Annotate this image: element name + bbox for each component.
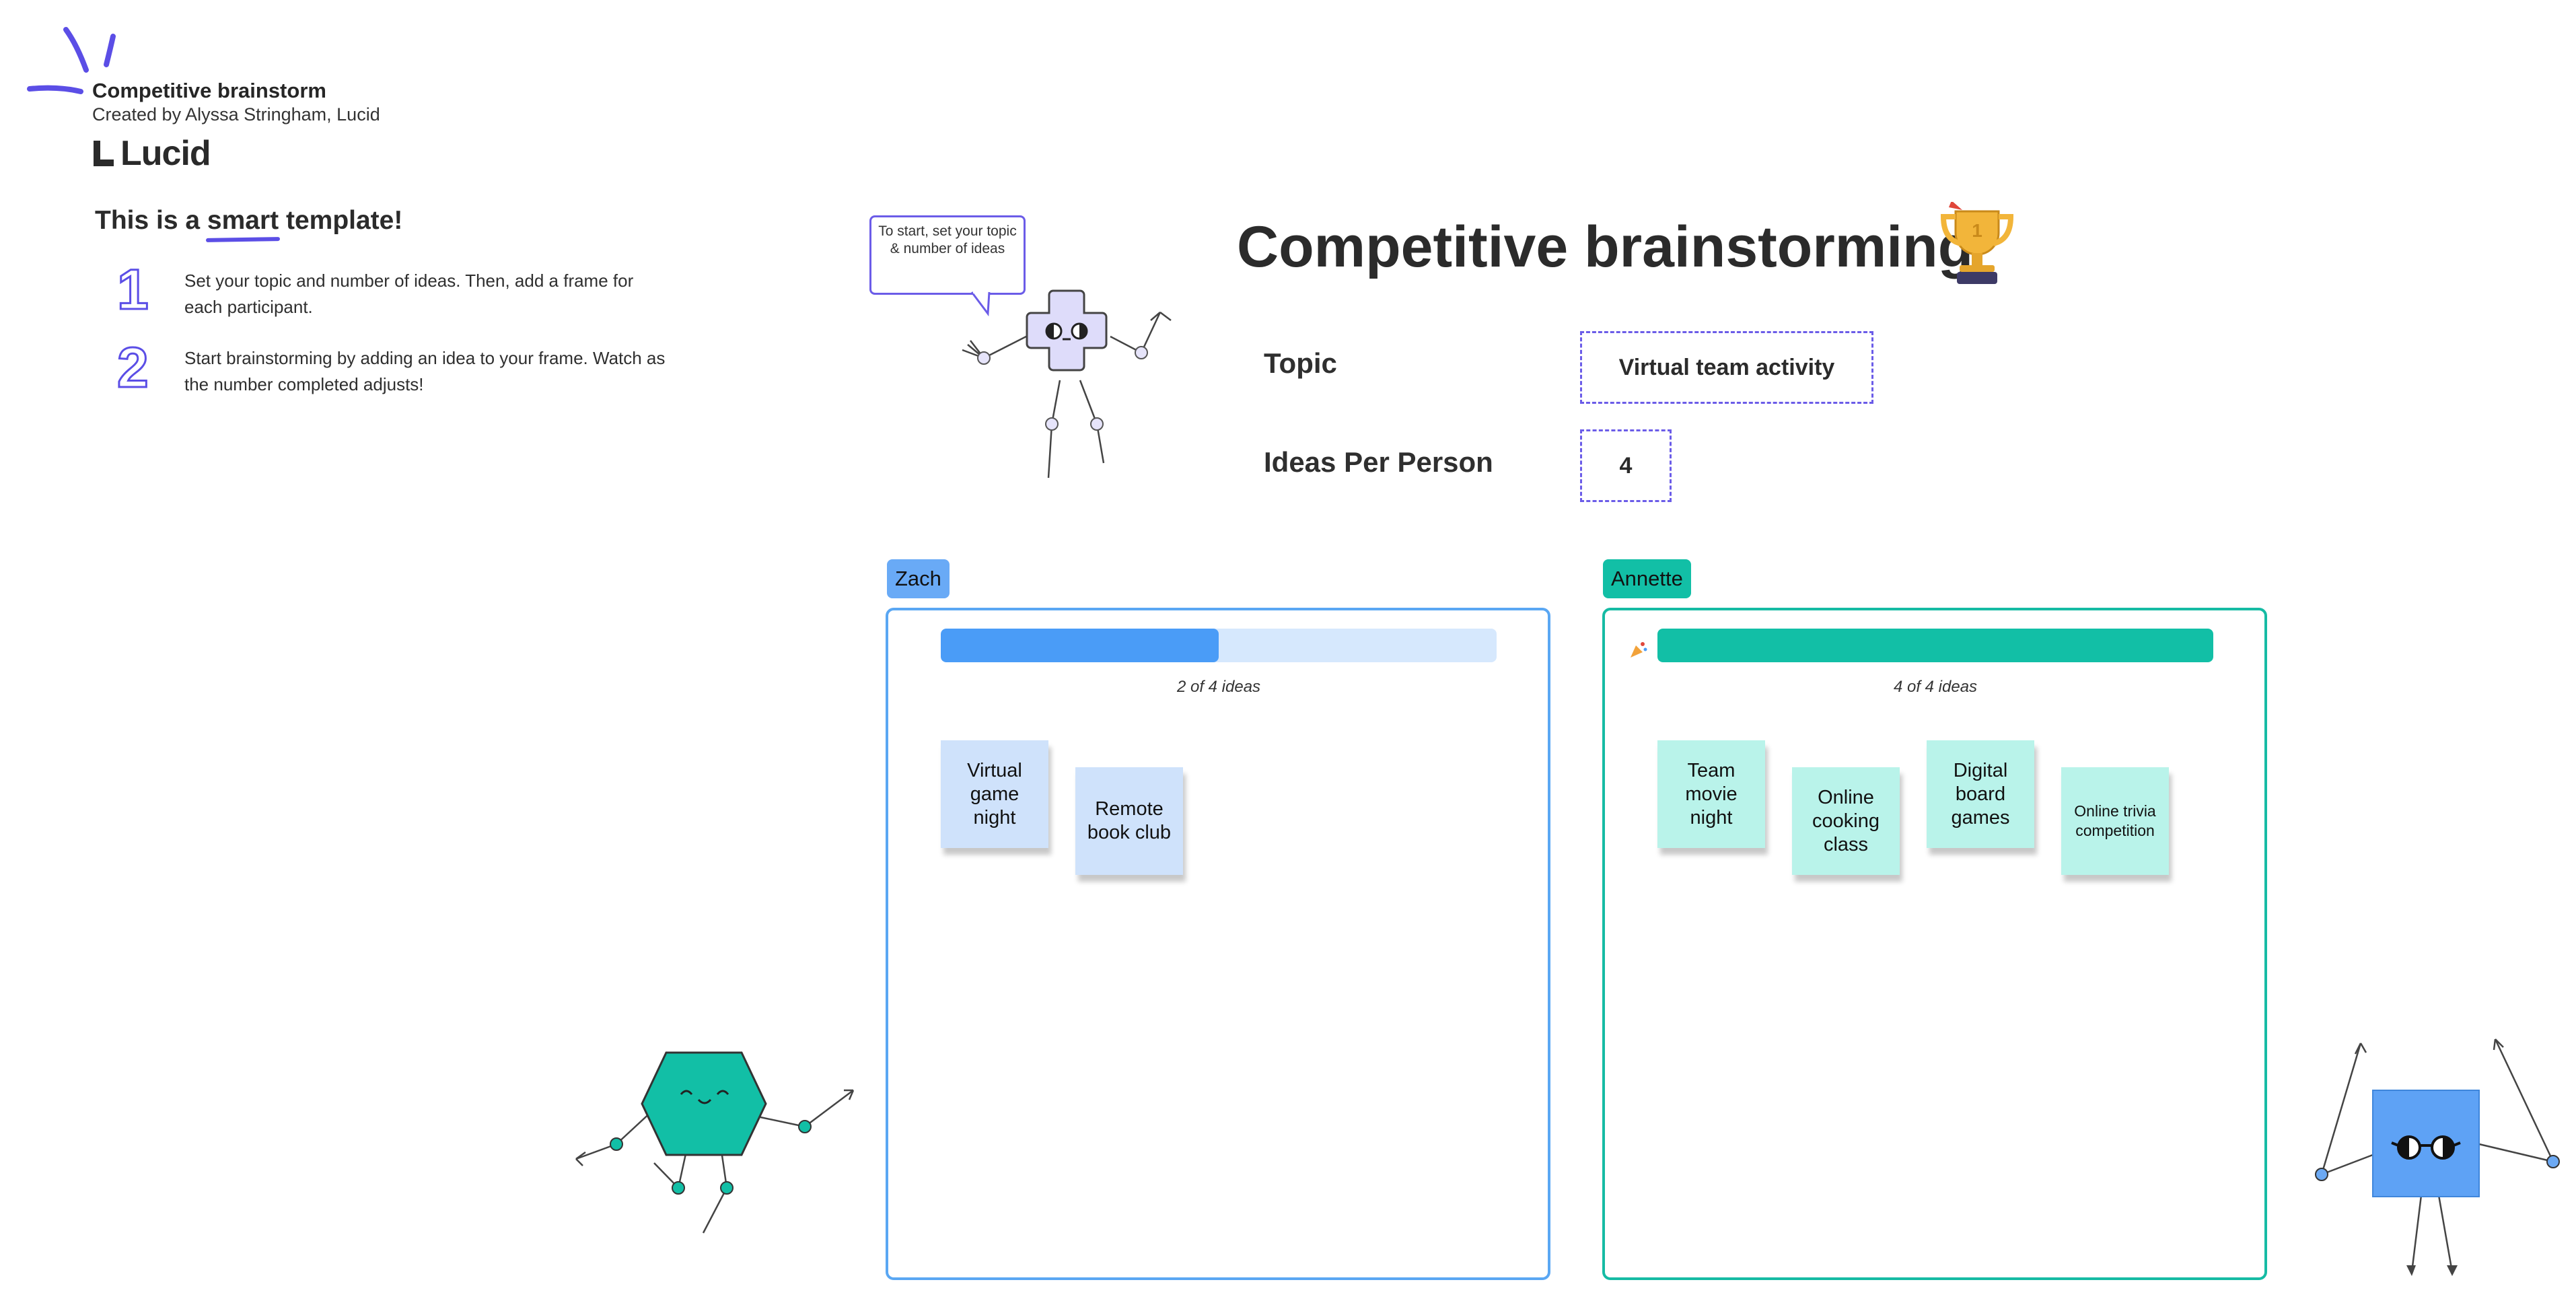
progress-text-annette: 4 of 4 ideas	[1893, 678, 1978, 696]
sticky-note-text: Team movie night	[1685, 759, 1738, 828]
party-popper-icon	[1631, 642, 1647, 658]
speech-bubble-text: To start, set your topic & number of ide…	[878, 223, 1017, 256]
step-text-1: Set your topic and number of ideas. Then…	[184, 271, 634, 317]
template-credit: Created by Alyssa Stringham, Lucid	[92, 104, 380, 125]
lucid-logo-mark-icon	[94, 141, 114, 166]
smart-template-heading: This is a smart template!	[95, 206, 402, 236]
ideas-per-person-input[interactable]: 4	[1580, 429, 1672, 502]
hexagon-character-icon	[575, 1051, 855, 1234]
board-title-text: Competitive brainstorming	[1237, 215, 1974, 279]
progress-bar-annette	[1657, 629, 2213, 662]
svg-text:1: 1	[1972, 220, 1982, 241]
step-text-2: Start brainstorming by adding an idea to…	[184, 348, 666, 394]
sticky-note-text: Online trivia competition	[2074, 802, 2156, 839]
heading-smart: smart	[207, 206, 279, 235]
heading-suffix: template!	[279, 206, 403, 235]
template-title: Competitive brainstorm	[92, 79, 326, 102]
sticky-note-text: Virtual game night	[967, 759, 1022, 828]
progress-text-zach: 2 of 4 ideas	[1176, 678, 1261, 696]
participant-tag-annette[interactable]: Annette	[1603, 559, 1691, 598]
speech-bubble-tail-icon	[970, 291, 991, 317]
ideas-per-person-value: 4	[1619, 452, 1633, 479]
participant-frame-zach[interactable]: 2 of 4 ideas Virtual game night Remote b…	[886, 608, 1550, 1280]
lucid-logo-text: Lucid	[120, 134, 211, 173]
participant-name-zach: Zach	[895, 567, 941, 590]
sticky-note[interactable]: Digital board games	[1927, 740, 2034, 848]
step-number-1: 1	[116, 258, 150, 321]
participant-name-annette: Annette	[1611, 567, 1683, 590]
participant-tag-zach[interactable]: Zach	[887, 559, 950, 598]
sticky-note[interactable]: Team movie night	[1657, 740, 1765, 848]
sticky-note[interactable]: Online trivia competition	[2061, 767, 2169, 875]
sticky-note[interactable]: Remote book club	[1075, 767, 1183, 875]
sticky-note-text: Online cooking class	[1812, 786, 1880, 855]
lucid-logo: Lucid	[92, 133, 211, 174]
topic-value: Virtual team activity	[1618, 354, 1835, 380]
progress-fill-zach	[941, 629, 1219, 662]
topic-label: Topic	[1264, 347, 1337, 379]
progress-bar-zach	[941, 629, 1497, 662]
participant-frame-annette[interactable]: 4 of 4 ideas Team movie night Online coo…	[1602, 608, 2267, 1280]
progress-fill-annette	[1657, 629, 2213, 662]
sticky-note-text: Digital board games	[1951, 759, 2010, 828]
sticky-note[interactable]: Online cooking class	[1792, 767, 1900, 875]
heading-prefix: This is a	[95, 206, 207, 235]
square-character-icon	[2315, 1038, 2560, 1276]
speech-bubble: To start, set your topic & number of ide…	[869, 215, 1026, 295]
sticky-note-text: Remote book club	[1087, 798, 1172, 843]
trophy-icon: 1	[1940, 202, 2014, 284]
sparkle-icon	[27, 27, 116, 94]
step-number-2: 2	[116, 336, 150, 399]
plus-character-icon	[962, 289, 1172, 479]
sticky-note[interactable]: Virtual game night	[941, 740, 1048, 848]
topic-input[interactable]: Virtual team activity	[1580, 331, 1873, 404]
ideas-per-person-label: Ideas Per Person	[1264, 446, 1493, 478]
board-title: Competitive brainstorming	[1237, 214, 1973, 281]
